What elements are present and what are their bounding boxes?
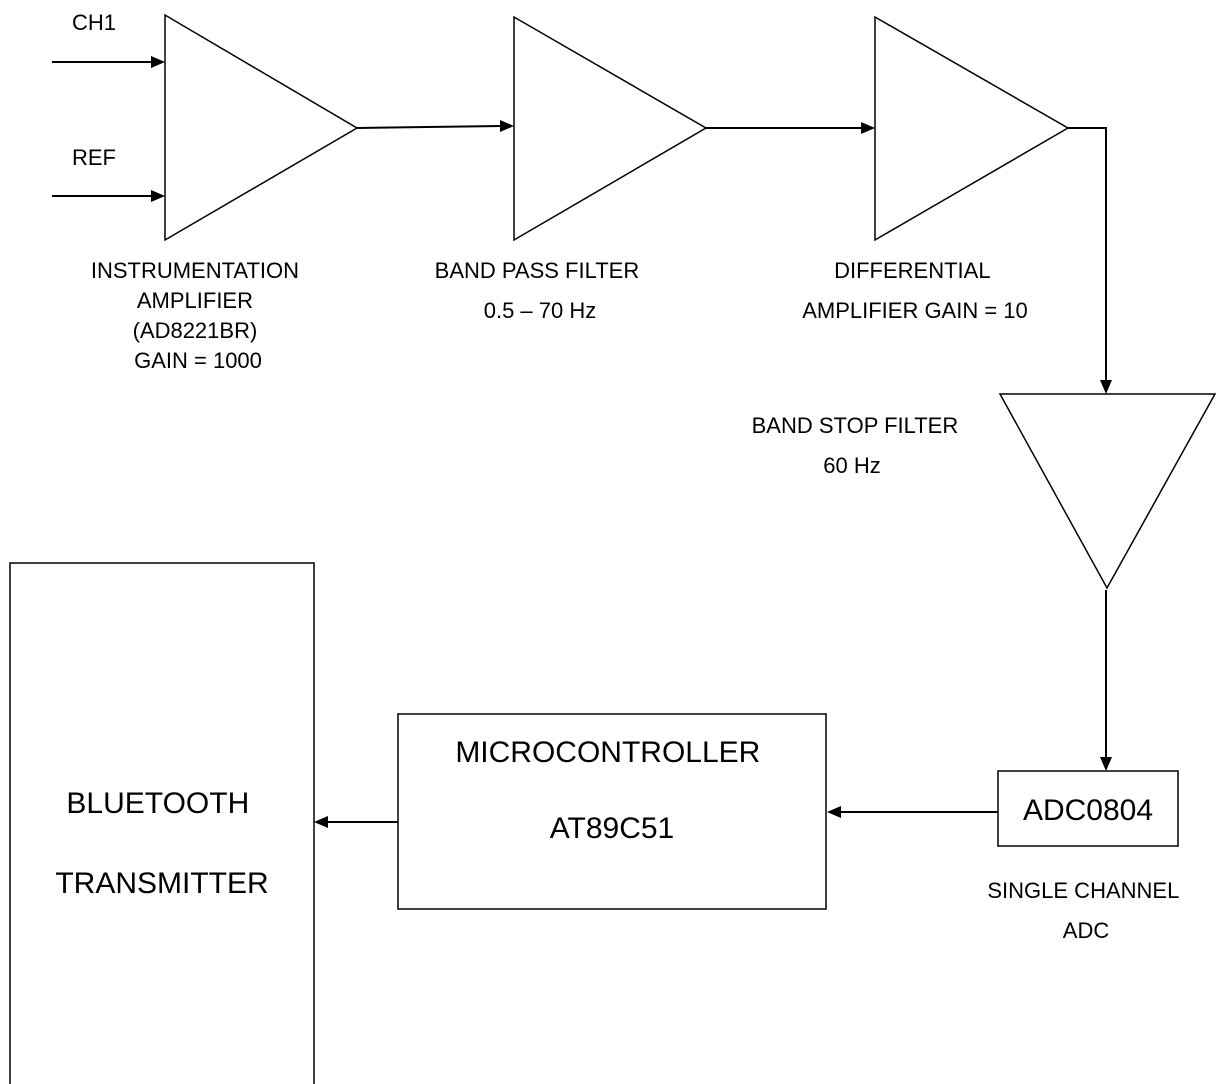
bpf-to-diff-amp-arrow [706,122,875,134]
mcu-to-bluetooth-arrow [314,816,398,828]
band-pass-filter-symbol [513,15,708,242]
band-stop-filter-label: BAND STOP FILTER 60 Hz [752,413,965,478]
bluetooth-transmitter-label: BLUETOOTH TRANSMITTER [55,787,268,900]
band-pass-filter-label: BAND PASS FILTER 0.5 – 70 Hz [435,258,646,323]
bluetooth-transmitter-box [9,562,315,1084]
amp-to-bpf-arrow [356,120,514,132]
instrumentation-amplifier-label: INSTRUMENTATION AMPLIFIER (AD8221BR) GAI… [91,258,305,373]
ch1-input-arrow [52,56,165,68]
adc-to-mcu-arrow [827,806,998,818]
microcontroller-box [397,713,827,910]
ch1-input-label: CH1 [72,10,116,35]
adc-box-label: ADC0804 [1023,794,1153,827]
microcontroller-label: MICROCONTROLLER AT89C51 [455,736,768,845]
differential-amplifier-label: DIFFERENTIAL AMPLIFIER GAIN = 10 [802,258,1028,323]
adc-caption: SINGLE CHANNEL ADC [987,878,1184,943]
diff-amp-to-bsf-arrow [1068,127,1112,394]
ref-input-arrow [52,190,165,202]
instrumentation-amplifier-symbol [164,13,359,242]
differential-amplifier-symbol [874,15,1070,242]
ref-input-label: REF [72,145,116,170]
adc-box [997,770,1179,847]
bsf-to-adc-arrow [1100,590,1112,771]
band-stop-filter-symbol [998,393,1216,590]
